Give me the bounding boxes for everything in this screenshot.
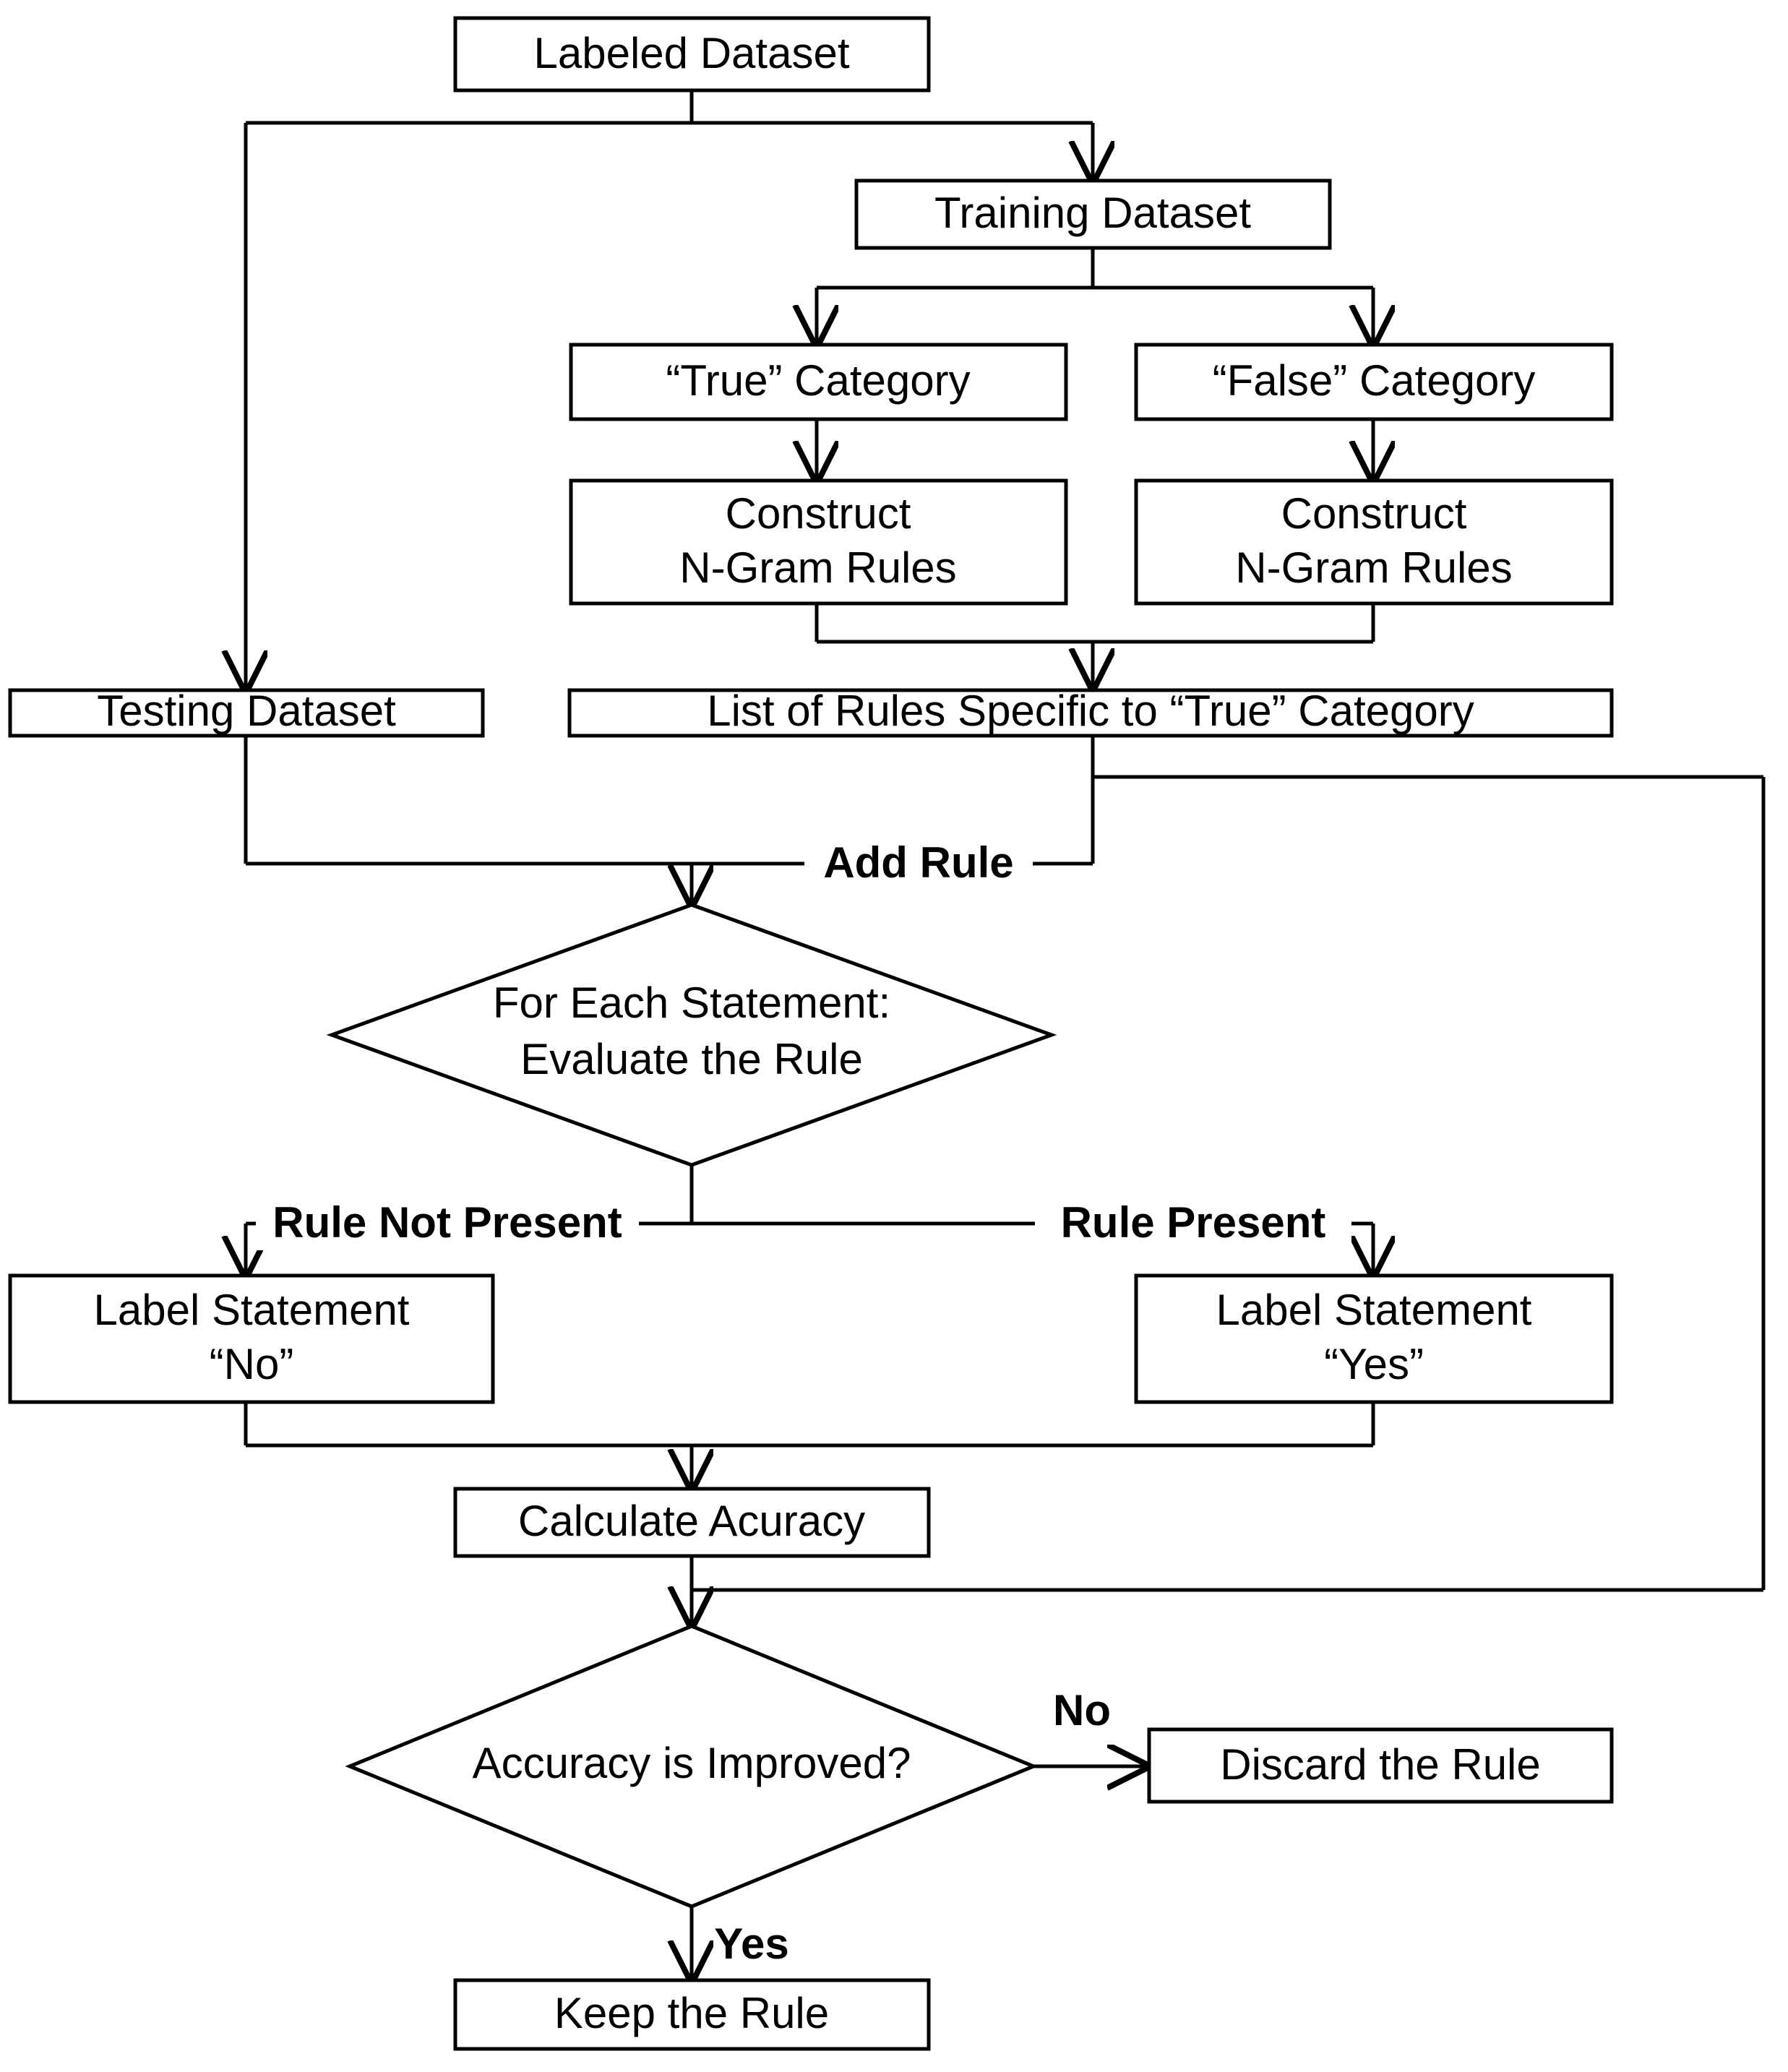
node-testing-dataset[interactable]: Testing Dataset: [8, 687, 485, 738]
discard-rule-box[interactable]: [1147, 1727, 1614, 1804]
edge-label-rule-present: Rule Present: [1035, 1198, 1351, 1250]
false-category-label: “False” Category: [1213, 356, 1536, 405]
testing-dataset-label: Testing Dataset: [97, 687, 396, 735]
training-dataset-box[interactable]: [854, 179, 1332, 250]
node-labeled-dataset[interactable]: Labeled Dataset: [453, 16, 931, 93]
node-label-no[interactable]: Label Statement “No”: [8, 1273, 495, 1404]
label-no-box[interactable]: [8, 1273, 495, 1404]
label-yes-line1: Label Statement: [1216, 1286, 1532, 1334]
training-dataset-label: Training Dataset: [934, 189, 1251, 237]
node-calculate-accuracy[interactable]: Calculate Acuracy: [453, 1487, 931, 1558]
label-yes-line2: “Yes”: [1324, 1340, 1424, 1388]
edge-label-rule-not-present: Rule Not Present: [256, 1198, 639, 1250]
node-construct-true[interactable]: Construct N-Gram Rules: [569, 478, 1068, 606]
construct-false-box[interactable]: [1134, 478, 1614, 606]
labeled-dataset-label: Labeled Dataset: [534, 29, 850, 77]
label-no-line2: “No”: [210, 1340, 294, 1388]
add-rule-label-bg: [804, 838, 1033, 892]
node-training-dataset[interactable]: Training Dataset: [854, 179, 1332, 250]
accuracy-improved-label: Accuracy is Improved?: [473, 1739, 911, 1787]
list-of-rules-label: List of Rules Specific to “True” Categor…: [707, 687, 1474, 735]
evaluate-rule-label-line2: Evaluate the Rule: [520, 1035, 863, 1083]
edge-label-add-rule: Add Rule: [804, 838, 1033, 892]
node-construct-false[interactable]: Construct N-Gram Rules: [1134, 478, 1614, 606]
rule-not-present-label-bg: [256, 1198, 639, 1250]
edge-label-yes: Yes: [714, 1920, 788, 1968]
construct-false-label-line1: Construct: [1281, 489, 1467, 538]
node-label-yes[interactable]: Label Statement “Yes”: [1134, 1273, 1614, 1404]
labeled-dataset-box[interactable]: [453, 16, 931, 93]
list-of-rules-box[interactable]: [567, 688, 1614, 738]
node-keep-rule[interactable]: Keep the Rule: [453, 1978, 931, 2051]
keep-rule-label: Keep the Rule: [554, 1989, 829, 2037]
keep-rule-box[interactable]: [453, 1978, 931, 2051]
no-label: No: [1053, 1686, 1111, 1734]
node-false-category[interactable]: “False” Category: [1134, 343, 1614, 421]
rule-present-label-bg: [1035, 1198, 1351, 1250]
yes-label: Yes: [714, 1920, 788, 1968]
calculate-accuracy-box[interactable]: [453, 1487, 931, 1558]
accuracy-improved-diamond[interactable]: [345, 1624, 1039, 1909]
node-list-of-rules[interactable]: List of Rules Specific to “True” Categor…: [567, 687, 1614, 738]
edge-label-no: No: [1053, 1686, 1111, 1734]
discard-rule-label: Discard the Rule: [1220, 1740, 1541, 1789]
construct-true-label-line2: N-Gram Rules: [679, 543, 956, 592]
rule-present-label: Rule Present: [1061, 1198, 1326, 1247]
node-accuracy-improved[interactable]: Accuracy is Improved?: [345, 1624, 1039, 1909]
evaluate-rule-label-line1: For Each Statement:: [493, 979, 890, 1027]
rule-not-present-label: Rule Not Present: [272, 1198, 622, 1247]
label-no-line1: Label Statement: [94, 1286, 410, 1334]
label-yes-box[interactable]: [1134, 1273, 1614, 1404]
evaluate-rule-diamond[interactable]: [326, 903, 1057, 1167]
true-category-label: “True” Category: [666, 356, 970, 405]
node-discard-rule[interactable]: Discard the Rule: [1147, 1727, 1614, 1804]
construct-true-box[interactable]: [569, 478, 1068, 606]
add-rule-label: Add Rule: [823, 838, 1013, 887]
node-evaluate-rule[interactable]: For Each Statement: Evaluate the Rule: [326, 903, 1057, 1167]
calculate-accuracy-label: Calculate Acuracy: [518, 1497, 865, 1545]
true-category-box[interactable]: [569, 343, 1068, 421]
testing-dataset-box[interactable]: [8, 688, 485, 738]
node-true-category[interactable]: “True” Category: [569, 343, 1068, 421]
construct-false-label-line2: N-Gram Rules: [1235, 543, 1512, 592]
false-category-box[interactable]: [1134, 343, 1614, 421]
construct-true-label-line1: Construct: [726, 489, 911, 538]
